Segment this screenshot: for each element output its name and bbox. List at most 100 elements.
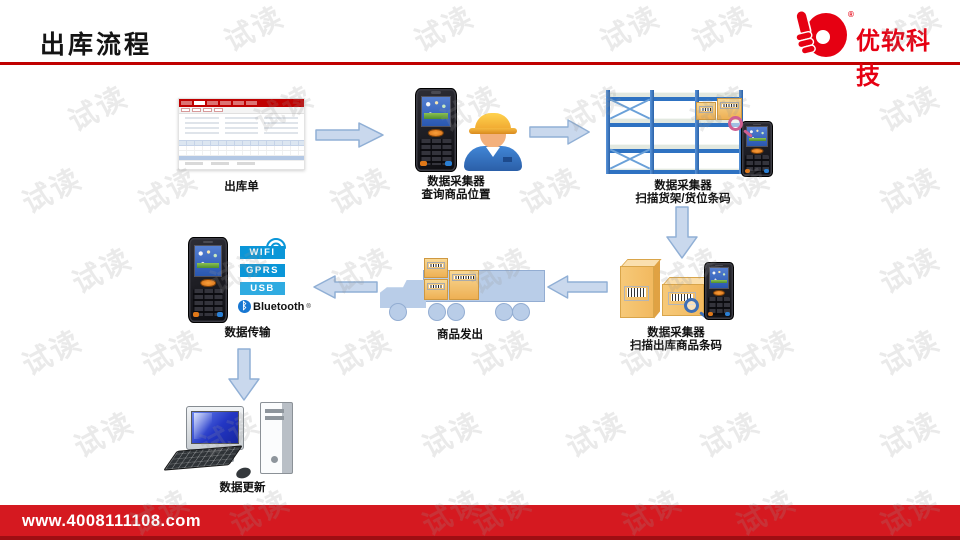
warehouse-rack-icon: [606, 90, 743, 174]
watermark-text: 试读: [467, 324, 538, 383]
pda-dpad: [428, 129, 444, 137]
pda-keypad: [707, 297, 731, 316]
watermark-text: 试读: [67, 242, 138, 301]
form-tool-button: [192, 108, 201, 112]
truck-wheel: [512, 303, 530, 321]
watermark-text: 试读: [325, 162, 396, 221]
arrow-down-2: [228, 348, 260, 401]
rack-beam: [606, 97, 743, 101]
step5-label-line1: 商品发出: [437, 329, 483, 341]
connectivity-badges: WIFI GPRS USB ᛒ Bluetooth ®: [238, 236, 318, 320]
gprs-badge: GPRS: [240, 264, 285, 277]
step1-label: 出库单: [178, 181, 305, 194]
pda-key-orange: [745, 169, 751, 173]
logo-text: 优软科技: [856, 28, 931, 90]
watermark-text: 试读: [17, 324, 88, 383]
form-tool-button: [181, 108, 190, 112]
pda-speaker: [753, 123, 761, 125]
watermark-text: 试读: [219, 0, 290, 59]
rack-beam: [606, 123, 743, 127]
form-footer-fields: [179, 161, 304, 167]
watermark-text: 试读: [687, 0, 758, 59]
bluetooth-label: Bluetooth: [253, 300, 305, 313]
barcode-label: [427, 262, 445, 269]
form-field-column: [224, 117, 259, 137]
form-table-row: [179, 146, 304, 151]
pda-speaker: [203, 240, 213, 243]
carton-box-icon: [449, 270, 479, 300]
form-toolbar: [179, 107, 304, 114]
pda-screen: [745, 126, 769, 147]
barcode-label: [624, 286, 649, 301]
arrow-left-2: [313, 275, 378, 299]
tower-power-button: [271, 456, 278, 463]
barcode-label: [427, 283, 445, 290]
computer-tower: [260, 402, 293, 474]
truck-wheel: [389, 303, 407, 321]
pda-screen: [708, 267, 730, 289]
pda-dpad: [751, 148, 763, 154]
worker-helmet: [475, 113, 511, 132]
carton-box-icon: [424, 258, 448, 278]
barcode-label: [699, 106, 713, 113]
step1-label-line1: 出库单: [224, 181, 259, 193]
pda-key-blue: [725, 312, 731, 316]
footer-bar: www.4008111108.com: [0, 505, 960, 540]
form-table-row-selected: [179, 156, 304, 161]
footer-url: www.4008111108.com: [22, 512, 202, 530]
pda-screen: [421, 95, 451, 127]
rack-post: [695, 90, 699, 174]
arrow-left-1: [547, 275, 608, 299]
rack-post: [606, 90, 610, 174]
page-title: 出库流程: [40, 31, 153, 59]
monitor: [186, 406, 244, 450]
carton-box-icon: [424, 279, 448, 300]
rack-deck: [606, 92, 743, 97]
form-tool-button: [203, 108, 212, 112]
form-menu-item: [181, 101, 192, 105]
magnifier-icon: [728, 116, 743, 131]
form-fields: [179, 114, 304, 140]
footer-stripe: [0, 536, 960, 540]
box-side-face: [654, 259, 660, 319]
step3-label-line2: 扫描货架/货位条码: [635, 193, 731, 205]
step7-label-line1: 数据更新: [219, 482, 266, 494]
carton-box-icon: [620, 259, 662, 319]
magnifier-icon: [684, 298, 699, 313]
barcode-label: [452, 274, 476, 281]
mouse: [234, 465, 253, 481]
form-table-row: [179, 151, 304, 156]
form-tool-button: [214, 108, 223, 112]
worker-helmet-brim: [469, 128, 517, 134]
carton-box-icon: [717, 98, 742, 120]
pda-key-orange: [420, 160, 427, 167]
watermark-text: 试读: [327, 324, 398, 383]
truck-wheel: [495, 303, 513, 321]
watermark-text: 试读: [417, 406, 488, 465]
form-menu-item: [246, 101, 257, 105]
form-menubar: [179, 99, 304, 107]
watermark-text: 试读: [63, 80, 134, 139]
step2-label-line1: 数据采集器: [427, 176, 485, 188]
pda-dpad: [713, 290, 725, 296]
step5-label: 商品发出: [420, 329, 500, 342]
pda-speaker: [715, 264, 723, 267]
watermark-text: 试读: [595, 0, 666, 59]
watermark-text: 试读: [875, 324, 946, 383]
watermark-text: 试读: [69, 406, 140, 465]
bluetooth-badge: ᛒ Bluetooth ®: [238, 300, 311, 313]
barcode-label: [720, 102, 739, 109]
step4-label: 数据采集器 扫描出库商品条码: [594, 327, 758, 353]
watermark-text: 试读: [409, 0, 480, 59]
carton-box-icon: [696, 102, 716, 120]
worker-pocket: [503, 157, 512, 162]
step3-label: 数据采集器 扫描货架/货位条码: [601, 180, 765, 206]
handheld-terminal-icon: [704, 262, 734, 320]
watermark-text: 试读: [561, 406, 632, 465]
watermark-text: 试读: [17, 162, 88, 221]
form-table-header: [179, 140, 304, 146]
truck-wheel: [447, 303, 465, 321]
wifi-badge: WIFI: [240, 246, 285, 259]
tower-vent: [265, 416, 284, 420]
